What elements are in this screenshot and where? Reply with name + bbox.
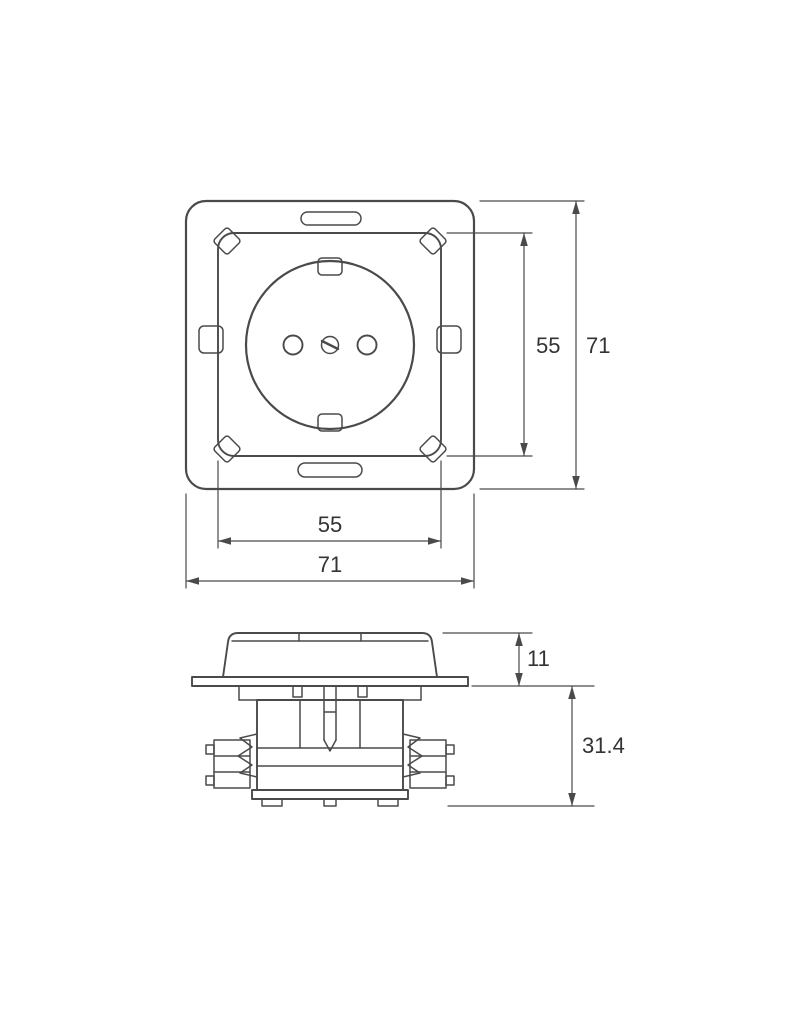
left-edge-tab xyxy=(198,325,224,354)
dim-label-outer-height: 71 xyxy=(586,333,610,358)
side-view: 11 31.4 xyxy=(191,632,625,807)
socket-well xyxy=(244,257,416,432)
inner-frame xyxy=(198,232,462,457)
terminal-left xyxy=(205,739,251,789)
dimension-cover-height: 11 xyxy=(442,632,550,687)
dimension-inner-height: 55 xyxy=(446,232,560,457)
earth-clip-bottom xyxy=(317,413,343,432)
top-slot xyxy=(300,211,362,226)
dimension-body-depth: 31.4 xyxy=(447,685,625,807)
mechanism-body xyxy=(256,699,404,791)
pin-hole-left xyxy=(282,334,304,356)
central-support xyxy=(323,685,337,752)
corner-claw-hole-bottom-right xyxy=(419,435,447,463)
terminal-right xyxy=(409,739,455,789)
dimension-outer-width: 71 xyxy=(185,493,475,589)
dim-label-inner-width: 55 xyxy=(318,512,342,537)
flange-plate xyxy=(191,676,469,687)
dim-label-outer-width: 71 xyxy=(318,552,342,577)
bottom-slot xyxy=(297,462,363,478)
dim-label-body-depth: 31.4 xyxy=(582,733,625,758)
right-edge-tab xyxy=(436,325,462,354)
front-view: 55 71 55 71 xyxy=(184,199,610,589)
dimension-inner-width: 55 xyxy=(217,460,442,549)
dim-label-inner-height: 55 xyxy=(536,333,560,358)
center-screw xyxy=(320,335,340,355)
earth-clip-top xyxy=(317,257,343,276)
dimension-outer-height: 71 xyxy=(479,200,610,490)
corner-claw-hole-top-right xyxy=(419,227,447,255)
pin-hole-right xyxy=(356,334,378,356)
cover-profile xyxy=(222,632,438,678)
mounting-bracket xyxy=(238,685,422,701)
dim-label-cover-height: 11 xyxy=(527,646,550,671)
base-plate xyxy=(251,789,409,807)
